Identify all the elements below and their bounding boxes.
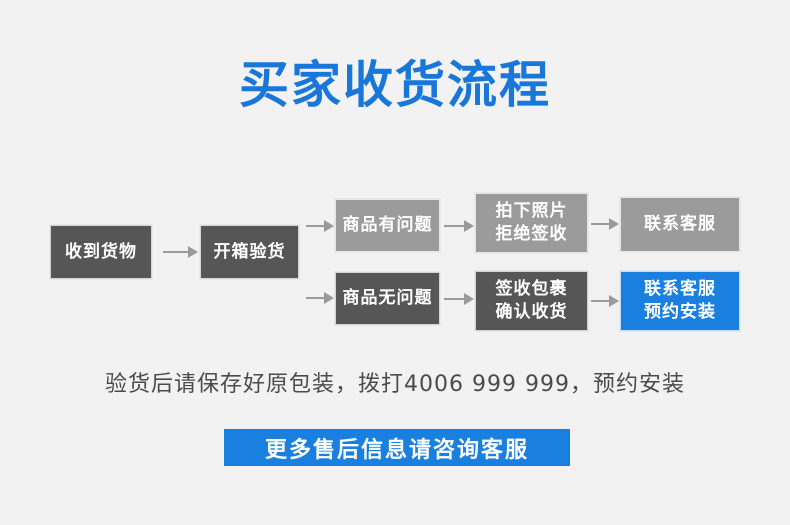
flow-node-sign-confirm-label-line2: 确认收货 — [495, 302, 568, 322]
flow-node-received: 收到货物 — [50, 225, 152, 279]
flow-node-photo-reject: 拍下照片 拒绝签收 — [475, 193, 588, 253]
flow-node-item-has-issue: 商品有问题 — [335, 199, 440, 252]
flow-node-book-install: 联系客服 预约安装 — [620, 271, 740, 331]
flow-arrow-no-issue-to-sign-confirm — [444, 293, 474, 305]
flow-arrow-sign-confirm-to-book-install — [591, 295, 619, 307]
flow-node-unbox-inspect: 开箱验货 — [200, 225, 299, 279]
flow-arrow-has-issue-to-photo-reject — [444, 220, 474, 232]
flow-node-item-no-issue-label: 商品无问题 — [342, 288, 433, 308]
flow-node-photo-reject-label-line1: 拍下照片 — [495, 201, 568, 221]
flow-arrow-received-to-unbox-inspect — [163, 246, 198, 258]
flow-arrow-photo-reject-to-contact-support — [591, 218, 619, 230]
contact-support-button[interactable]: 更多售后信息请咨询客服 — [224, 429, 570, 466]
flow-node-item-has-issue-label: 商品有问题 — [342, 215, 433, 235]
flow-node-sign-confirm: 签收包裹 确认收货 — [475, 271, 588, 331]
instruction-note: 验货后请保存好原包装，拨打4006 999 999，预约安装 — [105, 372, 685, 397]
flow-node-received-label: 收到货物 — [65, 241, 137, 262]
flow-node-item-no-issue: 商品无问题 — [335, 272, 440, 325]
flow-arrow-unbox-to-no-issue — [306, 292, 334, 304]
flow-node-sign-confirm-label-line1: 签收包裹 — [495, 279, 568, 299]
flow-node-unbox-inspect-label: 开箱验货 — [213, 241, 286, 262]
flow-node-photo-reject-label-line2: 拒绝签收 — [495, 224, 568, 244]
page-title: 买家收货流程 — [239, 56, 551, 114]
flow-node-contact-support-label: 联系客服 — [644, 214, 716, 234]
flow-arrow-unbox-to-has-issue — [306, 220, 334, 232]
flow-node-contact-support: 联系客服 — [620, 197, 740, 252]
flow-node-book-install-label-line1: 联系客服 — [644, 279, 716, 299]
flow-node-book-install-label-line2: 预约安装 — [644, 302, 716, 322]
